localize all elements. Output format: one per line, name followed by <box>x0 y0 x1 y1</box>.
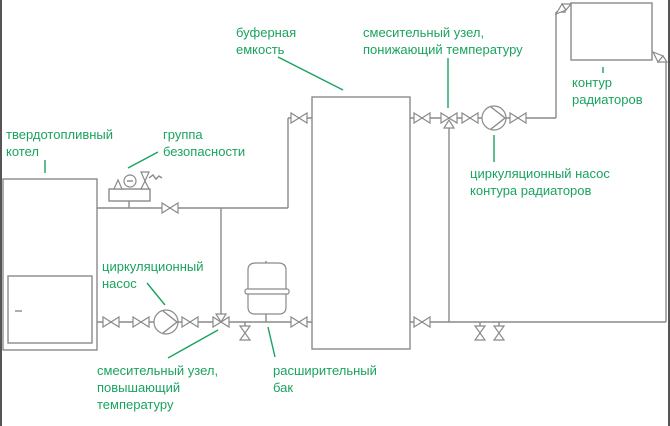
valve-triangle-icon <box>113 178 123 190</box>
label-line: твердотопливный <box>6 127 114 142</box>
label-line: безопасности <box>163 144 246 159</box>
return-valve-1-icon <box>102 315 120 329</box>
radiator-return-pipe <box>410 62 667 323</box>
buffer-return-valve-icon <box>413 315 431 329</box>
label-solid-fuel-boiler: твердотопливный котел <box>6 126 113 160</box>
return-valve-3-icon <box>181 315 199 329</box>
label-radiator-circulation-pump: циркуляционный насос контура радиаторов <box>470 165 610 199</box>
label-circulation-pump: циркуляционный насос <box>102 258 204 292</box>
buffer-inlet-valve-icon <box>290 111 308 125</box>
solid-fuel-boiler <box>2 178 98 351</box>
label-safety-group: группа безопасности <box>163 126 245 160</box>
drain-valve-icon <box>238 322 252 341</box>
expansion-tank-symbol <box>244 261 290 322</box>
return-valve-2-icon <box>132 315 150 329</box>
label-line: буферная <box>236 25 297 40</box>
label-line: повышающий <box>97 380 181 395</box>
supply-gate-valve-icon <box>161 201 179 215</box>
frame-right-border <box>668 0 670 426</box>
safety-group-symbol <box>108 171 163 208</box>
frame-left-border <box>0 0 2 426</box>
label-line: расширительный <box>273 363 377 378</box>
label-line: бак <box>273 380 294 395</box>
label-line: температуру <box>97 397 174 412</box>
three-way-mixing-valve-lowering-icon <box>440 111 458 129</box>
radiator-symbol <box>570 2 653 61</box>
leader-lines <box>44 56 604 359</box>
three-way-mixing-valve-raising-icon <box>212 313 230 329</box>
buffer-outlet-valve-icon <box>413 111 431 125</box>
label-line: насос <box>102 276 137 291</box>
radiator-return-valve-icon <box>651 50 669 64</box>
label-line: циркуляционный <box>102 259 204 274</box>
label-mixing-unit-lowering: смесительный узел, понижающий температур… <box>363 24 523 58</box>
label-radiator-circuit: контур радиаторов <box>572 74 643 108</box>
return-drain-valve-1-icon <box>473 322 487 341</box>
label-line: циркуляционный насос <box>470 166 610 181</box>
circulation-pump-icon <box>153 309 179 335</box>
label-line: группа <box>163 127 203 142</box>
label-expansion-tank: расширительный бак <box>273 362 377 396</box>
label-line: контура радиаторов <box>470 183 592 198</box>
radiator-circulation-pump-icon <box>481 105 507 131</box>
pump-inlet-valve-icon <box>461 111 479 125</box>
label-line: смесительный узел, <box>363 25 485 40</box>
label-line: котел <box>6 144 39 159</box>
label-line: смесительный узел, <box>97 363 219 378</box>
buffer-tank-symbol <box>311 96 411 350</box>
pump-outlet-valve-icon <box>509 111 527 125</box>
label-line: емкость <box>236 42 285 57</box>
label-mixing-unit-raising: смесительный узел, повышающий температур… <box>97 362 218 413</box>
label-buffer-tank: буферная емкость <box>236 24 296 58</box>
tank-inlet-valve-icon <box>290 315 308 329</box>
return-drain-valve-2-icon <box>492 322 506 341</box>
label-line: контур <box>572 75 612 90</box>
radiator-inlet-valve-icon <box>554 2 573 16</box>
label-line: радиаторов <box>572 92 643 107</box>
label-line: понижающий температуру <box>363 42 523 57</box>
